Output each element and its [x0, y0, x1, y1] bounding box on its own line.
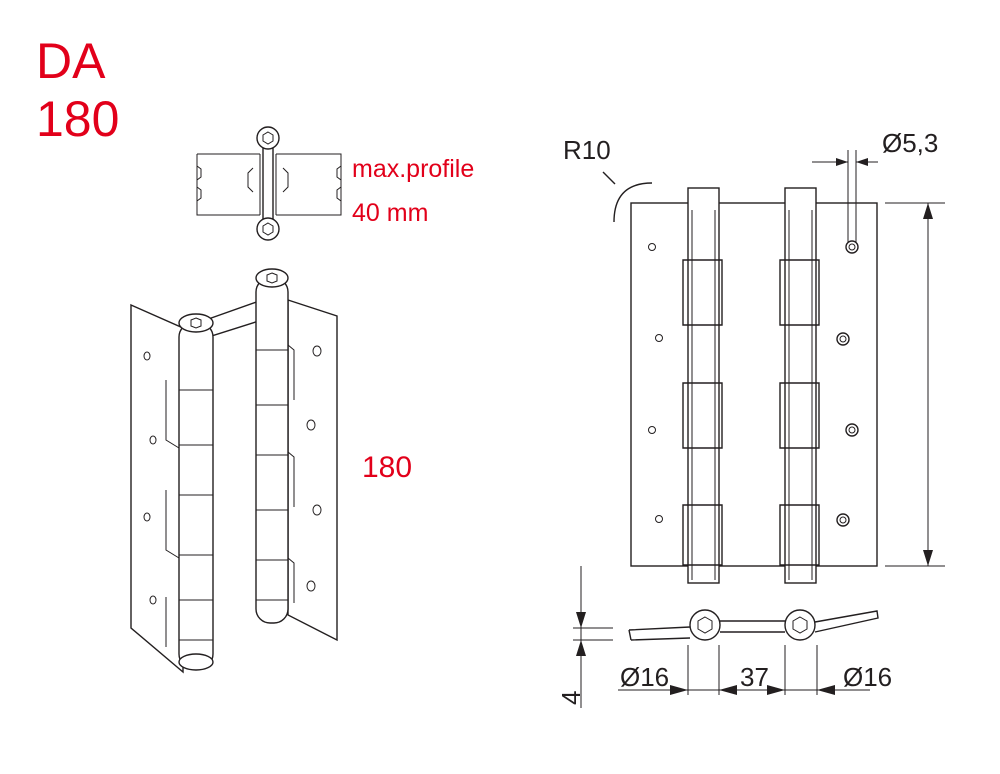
hinge-front-view	[602, 150, 945, 584]
knuckle-left-diameter: Ø16	[620, 662, 669, 692]
height-label: 180	[362, 451, 412, 484]
profile-note-line2: 40 mm	[352, 199, 428, 227]
model-size: 180	[36, 91, 119, 147]
hole-diameter-dimension: Ø5,3	[882, 128, 938, 158]
profile-section-icon	[196, 126, 342, 241]
knuckle-right-diameter: Ø16	[843, 662, 892, 692]
model-title: DA	[36, 33, 106, 89]
hinge-section-view	[573, 566, 879, 708]
radius-dimension: R10	[563, 135, 611, 165]
hinge-isometric-illustration	[130, 268, 338, 674]
profile-note-line1: max.profile	[352, 155, 474, 183]
plate-thickness: 4	[556, 691, 586, 705]
knuckle-spacing: 37	[740, 662, 769, 692]
